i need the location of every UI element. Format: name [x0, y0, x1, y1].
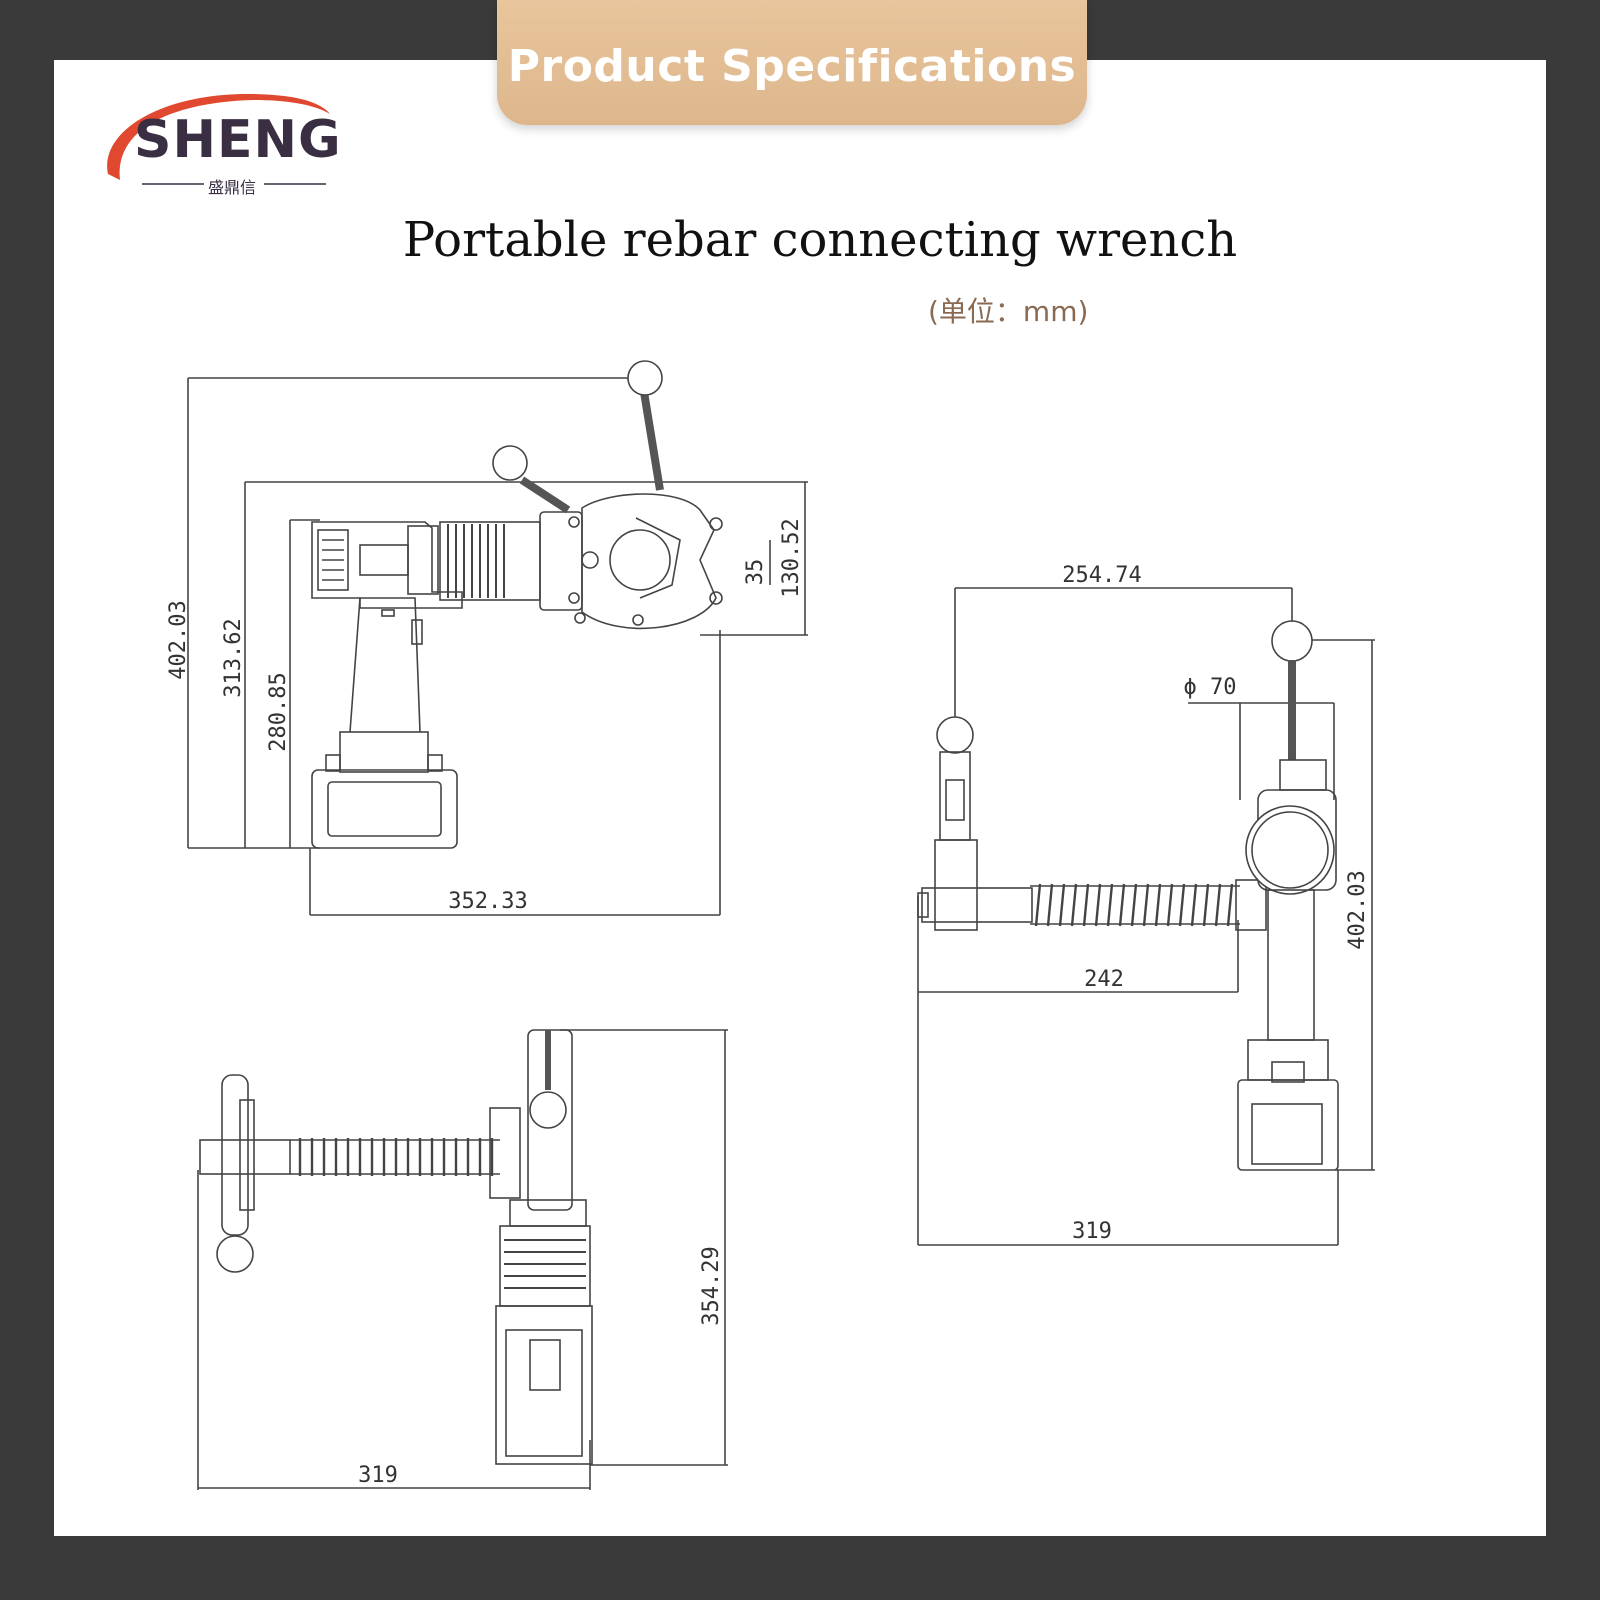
- dim-side-mid-height: 313.62: [221, 618, 246, 697]
- product-title: Portable rebar connecting wrench: [402, 212, 1238, 268]
- right-view: [917, 587, 1375, 1246]
- white-panel: [54, 60, 1546, 1536]
- side-view: [187, 360, 808, 916]
- dim-side-total-height: 402.03: [166, 600, 191, 679]
- dim-side-width: 352.33: [448, 889, 527, 914]
- dim-right-top-width: 254.74: [1062, 563, 1141, 588]
- specifications-banner: Product Specifications: [497, 0, 1087, 125]
- logo-brand-text: SHENG: [134, 110, 342, 170]
- dim-right-diameter: ϕ 70: [1184, 675, 1237, 700]
- dimension-labels: 402.03 313.62 280.85 352.33 35 130.52 25…: [166, 518, 1370, 1488]
- brand-logo: SHENG 盛鼎信: [94, 88, 354, 198]
- dim-right-mid-width: 242: [1084, 967, 1124, 992]
- dim-side-handle-height: 280.85: [266, 672, 291, 751]
- unit-note: (单位：mm): [928, 295, 1089, 328]
- dim-jaw-opening: 35: [743, 559, 768, 586]
- logo-sub-text: 盛鼎信: [204, 174, 261, 198]
- dim-right-height: 402.03: [1345, 870, 1370, 949]
- banner-label: Product Specifications: [507, 41, 1077, 92]
- logo-arc-icon: [107, 93, 331, 185]
- bottom-view: [197, 1029, 728, 1490]
- dim-right-bottom-width: 319: [1072, 1219, 1112, 1244]
- dim-bottom-width: 319: [358, 1463, 398, 1488]
- dim-head-height: 130.52: [779, 518, 804, 597]
- dim-bottom-height: 354.29: [699, 1246, 724, 1325]
